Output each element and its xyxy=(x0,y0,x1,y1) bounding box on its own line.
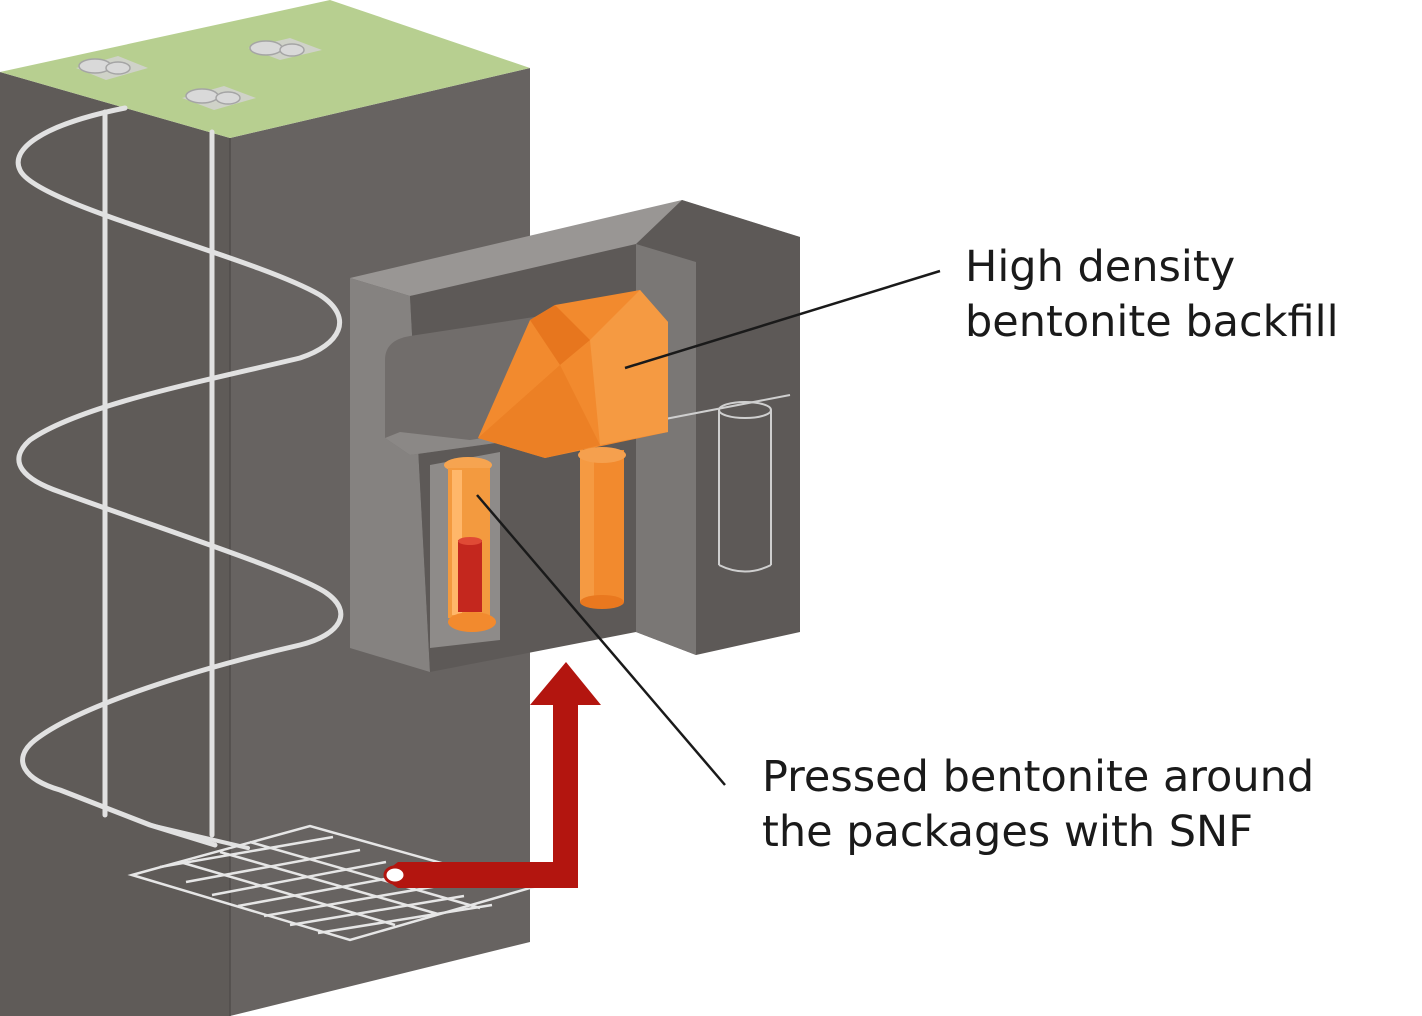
arrow-path xyxy=(386,662,601,888)
spiral-ramp xyxy=(15,105,344,848)
leader-line-backfill xyxy=(624,269,941,370)
repository-grid xyxy=(127,824,535,942)
access-tunnels xyxy=(15,105,344,850)
pressed-label-line2: the packages with SNF xyxy=(762,807,1253,857)
ramp-end xyxy=(148,823,250,850)
pressed-label-line1: Pressed bentonite around xyxy=(762,752,1315,802)
backfill-label-line2: bentonite backfill xyxy=(965,297,1339,347)
backfill-label: High density bentonite backfill xyxy=(965,240,1339,350)
pressed-bentonite-label: Pressed bentonite around the packages wi… xyxy=(762,750,1314,860)
pressed-bentonite xyxy=(444,457,496,632)
ground-surface xyxy=(0,0,530,138)
rock-block-left-face xyxy=(0,72,230,1016)
shaft-heads xyxy=(76,38,322,110)
leader-line-pressed xyxy=(476,494,726,786)
canister xyxy=(458,540,482,612)
bentonite-pillar xyxy=(578,447,626,609)
transport-arrow xyxy=(383,662,601,888)
shaft-head-3 xyxy=(182,86,256,110)
shaft-head-1 xyxy=(76,56,148,80)
backfill-label-line1: High density xyxy=(965,242,1236,292)
shaft-head-2 xyxy=(248,38,322,60)
empty-deposition-hole xyxy=(659,394,791,573)
bentonite-backfill xyxy=(478,290,668,458)
